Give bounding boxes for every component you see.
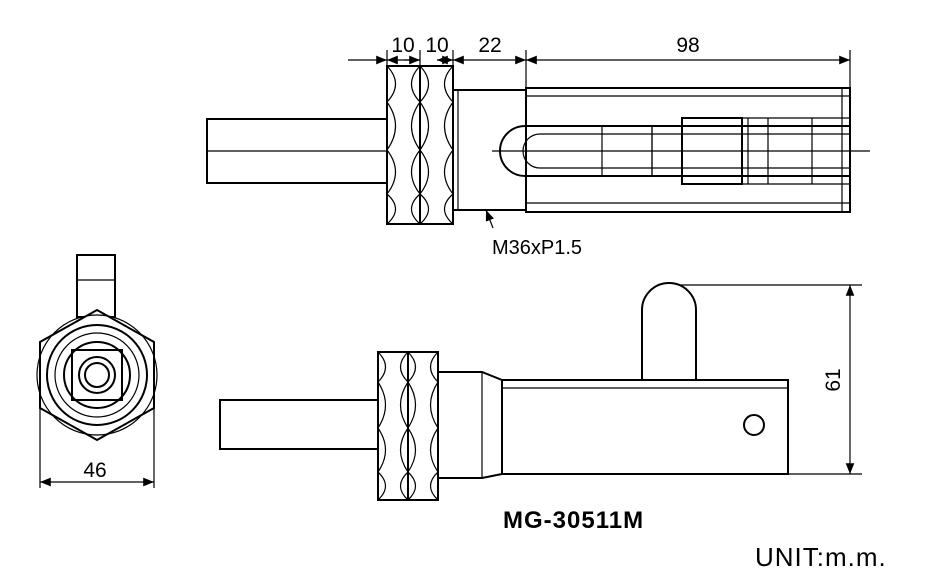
dim-nut-width-2: 10: [425, 34, 448, 57]
thread-leader: [485, 209, 494, 229]
side-lever: [641, 282, 697, 380]
top-nut-1: [386, 65, 421, 225]
top-thread-section: [452, 89, 527, 211]
top-body: [525, 87, 851, 213]
side-nut-1: [377, 351, 409, 501]
dim-hex-width: 46: [83, 459, 106, 482]
model-number: MG-30511M: [503, 507, 644, 534]
dim-height: 61: [822, 368, 845, 391]
end-view-lever: [76, 254, 116, 318]
end-view-square: [71, 349, 123, 401]
top-nut-2: [419, 65, 454, 225]
side-nut-2: [407, 351, 439, 501]
side-shaft: [219, 399, 379, 450]
side-pin-hole: [743, 414, 765, 436]
side-view: 61: [219, 282, 862, 501]
side-body: [501, 379, 789, 475]
dim-body-length: 98: [676, 34, 699, 57]
thread-label: M36xP1.5: [492, 237, 582, 259]
unit-label: UNIT:m.m.: [755, 542, 887, 572]
top-dimensions: [348, 50, 851, 90]
end-view-hex: [39, 308, 155, 442]
dim-thread-length: 22: [478, 34, 501, 57]
side-thread-section: [437, 371, 503, 479]
dim-nut-width-1: 10: [391, 34, 414, 57]
end-view: 46: [36, 254, 158, 488]
top-view: 10 10 22 98 M36xP1.5: [206, 34, 870, 259]
